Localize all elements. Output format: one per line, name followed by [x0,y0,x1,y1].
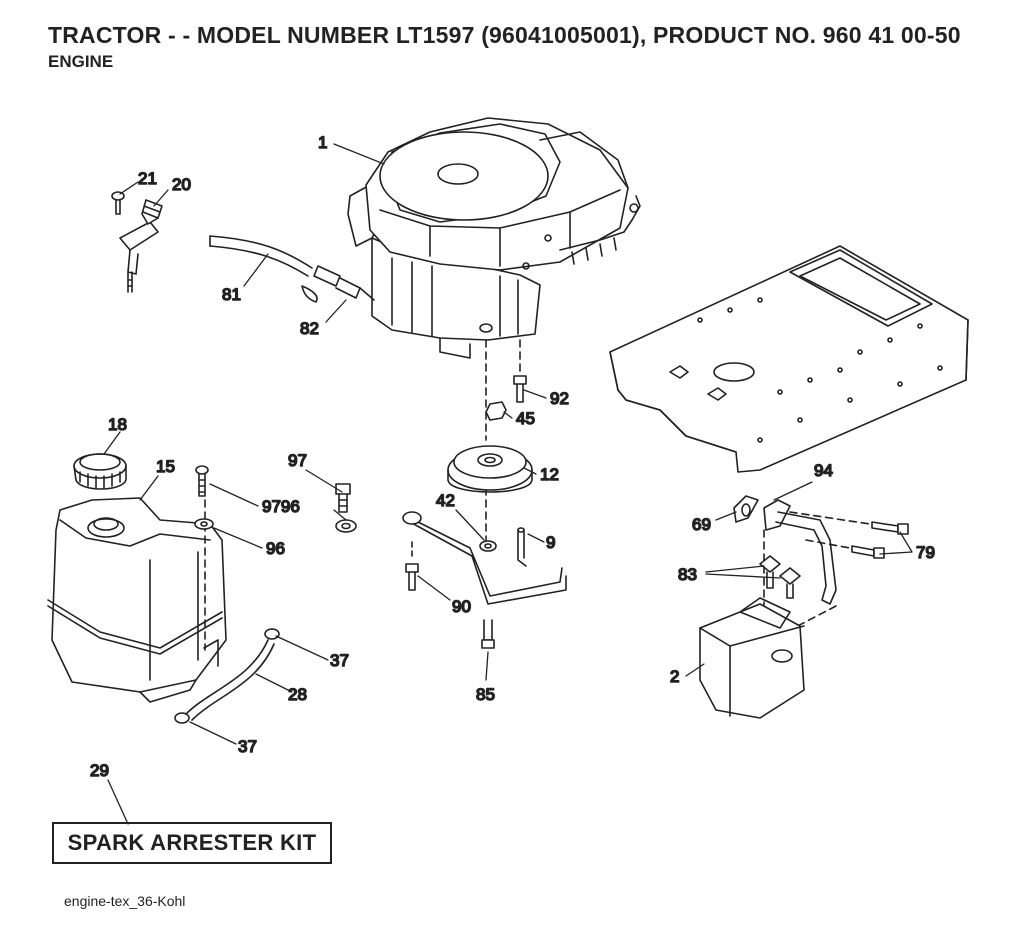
callout-90: 90 [452,597,471,616]
rod-part-9[interactable] [517,527,527,567]
washer-part-96b[interactable] [335,519,357,533]
bolt-part-79b[interactable] [851,545,885,559]
callout-42: 42 [436,491,455,510]
callout-92: 92 [550,389,569,408]
washer-part-96[interactable] [194,518,214,530]
gasket-part-69[interactable] [733,495,759,523]
washer-part-42[interactable] [479,540,497,552]
callout-37-top: 37 [330,651,349,670]
callout-97: 97 [288,451,307,470]
callout-21: 21 [138,169,157,188]
clamp-part-37b[interactable] [174,712,190,724]
callout-28: 28 [288,685,307,704]
callout-81: 81 [222,285,241,304]
callout-18: 18 [108,415,127,434]
callout-1: 1 [318,133,327,152]
callout-45: 45 [516,409,535,428]
callout-9796: 9796 [262,497,300,516]
exhaust-pipe-part[interactable] [763,499,837,605]
nut-part-45[interactable] [485,401,507,421]
callout-94: 94 [814,461,833,480]
callout-79: 79 [916,543,935,562]
fuel-tank-part[interactable] [47,497,227,703]
leader-lines [103,143,913,825]
screw-part-97[interactable] [335,483,351,513]
engine-part[interactable] [347,117,641,359]
callout-2: 2 [670,667,679,686]
bolt-part-83b[interactable] [779,567,801,599]
page-subtitle: ENGINE [48,52,114,71]
fuel-fitting-part[interactable] [301,265,375,303]
callout-29: 29 [90,761,109,780]
screw-part-9796[interactable] [195,465,209,497]
callout-82: 82 [300,319,319,338]
diagram-reference: engine-tex_36-Kohl [64,893,186,909]
callout-15: 15 [156,457,175,476]
callout-85: 85 [476,685,495,704]
muffler-part[interactable] [699,597,805,719]
alignment-line [763,511,871,631]
screw-part-21[interactable] [111,191,125,215]
fuel-cap-part[interactable] [73,453,127,490]
callout-12: 12 [540,465,559,484]
bolt-part-85[interactable] [481,619,495,649]
bolt-part-92[interactable] [513,375,527,403]
callout-9: 9 [546,533,555,552]
bolt-part-79a[interactable] [871,521,909,535]
callout-37-bottom: 37 [238,737,257,756]
frame-plate-part[interactable] [609,245,969,473]
bolt-part-83a[interactable] [759,555,781,589]
callout-96: 96 [266,539,285,558]
clamp-part-37a[interactable] [264,628,280,640]
bracket-part-90[interactable] [402,511,567,605]
pulley-part[interactable] [447,445,533,493]
callout-69: 69 [692,515,711,534]
throttle-control-part[interactable] [119,199,163,293]
bolt-part-90[interactable] [405,541,419,591]
callout-83: 83 [678,565,697,584]
page-title: TRACTOR - - MODEL NUMBER LT1597 (9604100… [48,22,961,48]
callout-20: 20 [172,175,191,194]
hose-part-28[interactable] [185,639,275,721]
spark-arrester-kit-box[interactable]: SPARK ARRESTER KIT [52,822,332,864]
fuel-line-part[interactable] [209,235,313,277]
callout-labels: 1 21 20 81 82 92 45 12 42 9 90 85 18 15 … [89,132,936,781]
